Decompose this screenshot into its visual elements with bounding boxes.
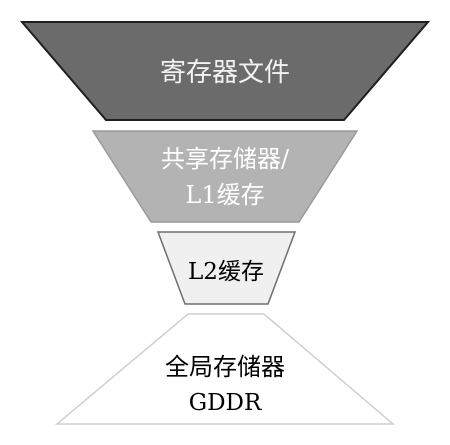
level-register-file: 寄存器文件 xyxy=(19,21,431,121)
register-file-label: 寄存器文件 xyxy=(160,58,290,88)
global-memory-shape xyxy=(54,313,396,425)
l1-cache-label: L1缓存 xyxy=(185,181,264,209)
level-shared-memory-l1: 共享存储器/ L1缓存 xyxy=(91,130,359,223)
shared-memory-label: 共享存储器/ xyxy=(161,145,290,173)
level-global-memory: 全局存储器 GDDR xyxy=(54,313,396,425)
register-file-shape xyxy=(19,21,431,121)
level-l2-cache: L2缓存 xyxy=(156,231,297,305)
shared-memory-l1-shape xyxy=(91,130,359,223)
global-memory-label: 全局存储器 xyxy=(165,353,285,381)
l2-cache-shape xyxy=(156,231,297,305)
l2-cache-label: L2缓存 xyxy=(188,259,264,285)
gddr-label: GDDR xyxy=(189,390,262,416)
